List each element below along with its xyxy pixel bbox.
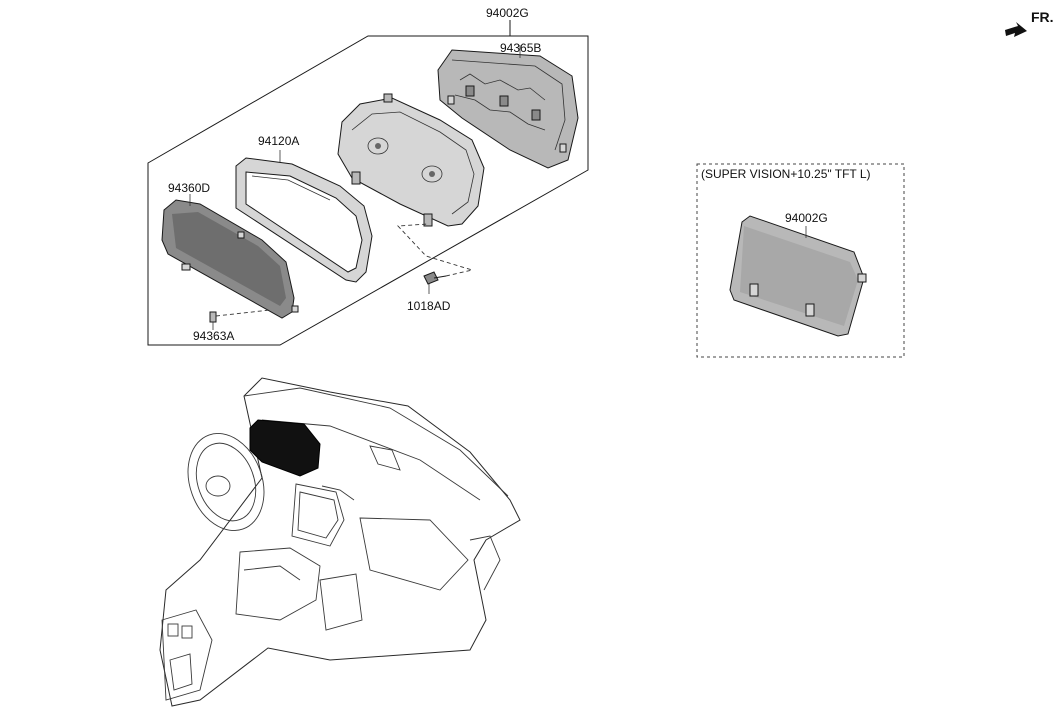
dashboard-illustration	[159, 377, 521, 707]
assembly-frame: 94002G	[147, 6, 589, 346]
arrow-forward-icon	[1005, 22, 1027, 37]
bezel-frame: 94120A	[235, 134, 373, 283]
lens-window: 94360D	[161, 181, 299, 319]
label-clip: 94363A	[193, 329, 234, 343]
option-box-title: (SUPER VISION+10.25" TFT L)	[701, 167, 871, 181]
cluster-location-highlight	[249, 419, 321, 477]
option-box: (SUPER VISION+10.25" TFT L) 94002G	[696, 163, 905, 358]
screw: 1018AD	[397, 223, 474, 313]
cluster-body	[337, 93, 485, 227]
label-screw: 1018AD	[407, 299, 451, 313]
front-orientation-marker: FR.	[1005, 9, 1054, 37]
front-label: FR.	[1031, 9, 1054, 25]
option-box-part-label: 94002G	[785, 211, 828, 225]
clip: 94363A	[193, 309, 271, 343]
label-bezel-frame: 94120A	[258, 134, 299, 148]
label-lens-window: 94360D	[168, 181, 210, 195]
label-assembly: 94002G	[486, 6, 529, 20]
rear-housing: 94365B	[437, 41, 579, 169]
label-rear-housing: 94365B	[500, 41, 541, 55]
